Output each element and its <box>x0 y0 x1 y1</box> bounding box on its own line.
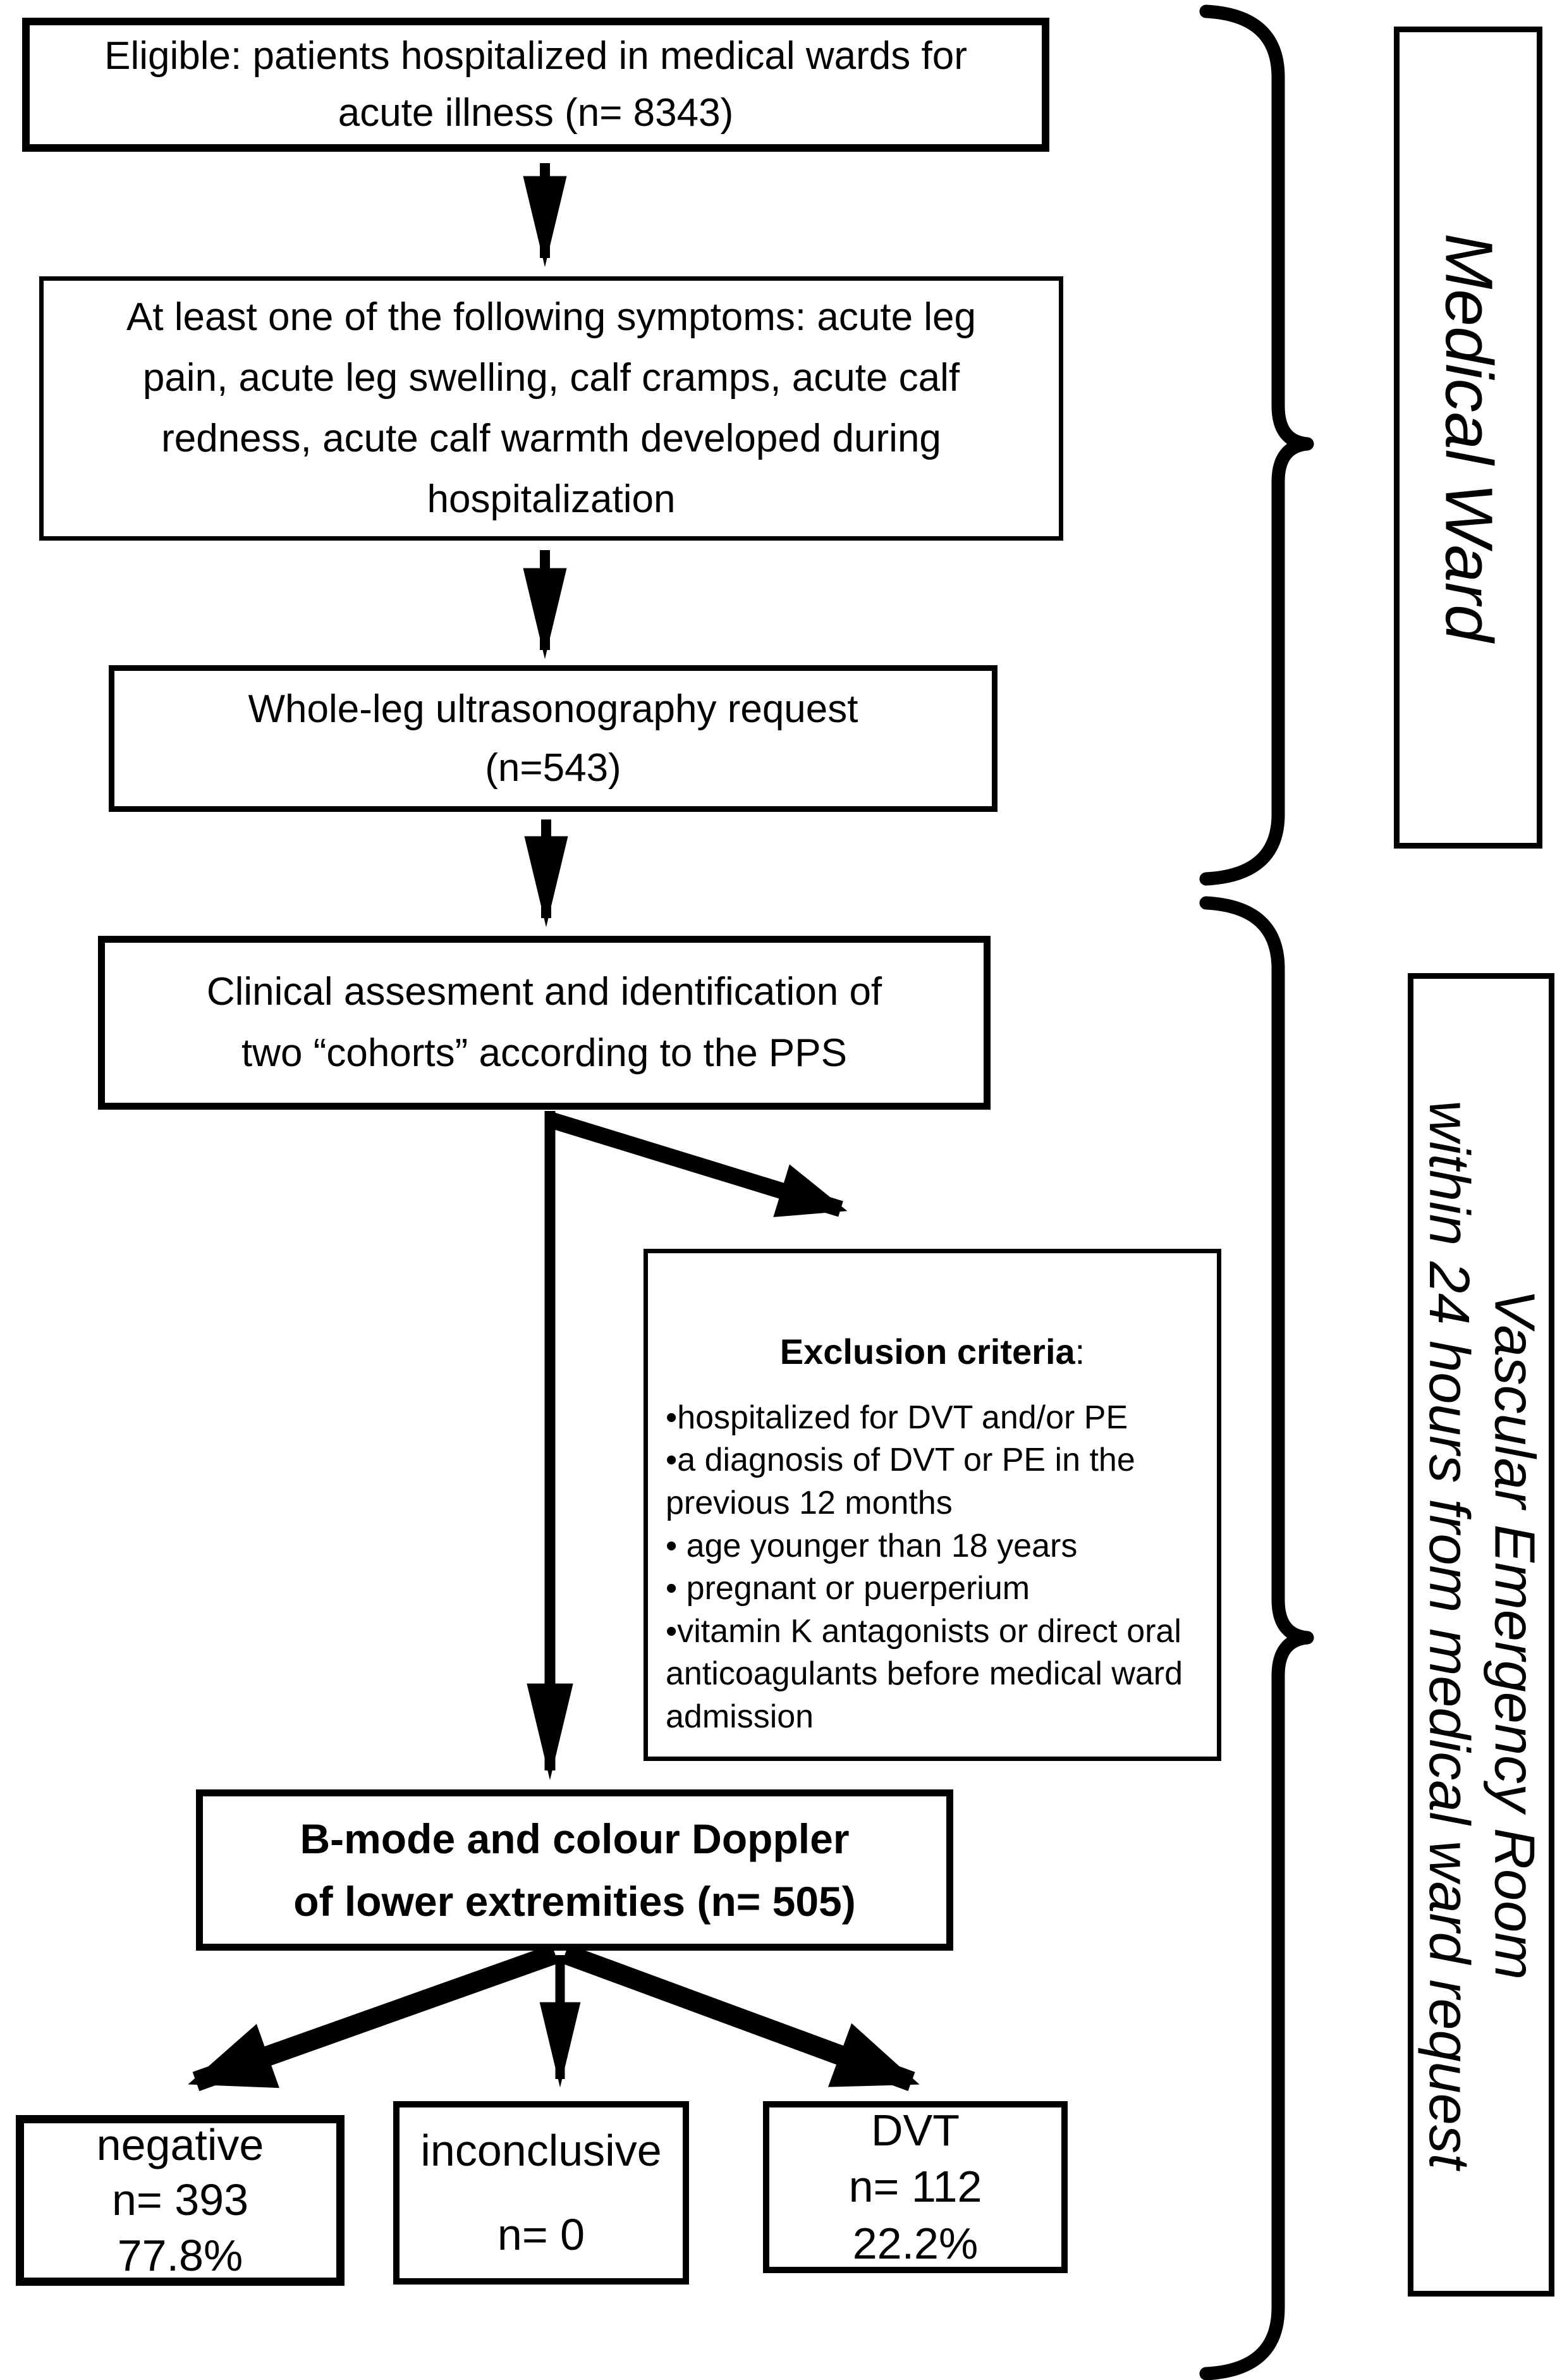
symptoms-line: At least one of the following symptoms: … <box>126 295 977 339</box>
exclusion-title: Exclusion criteria: <box>666 1329 1199 1375</box>
brace-vascular-er-icon <box>1199 896 1314 2380</box>
inconclusive-label: inconclusive <box>420 2126 662 2175</box>
vascular-er-line1: Vascular Emergency Room <box>1482 1289 1546 1980</box>
doppler-line: B-mode and colour Doppler <box>300 1815 850 1862</box>
outcome-negative-box: negative n= 393 77.8% <box>16 2115 345 2286</box>
negative-count: n= 393 <box>111 2175 249 2225</box>
exclusion-bullet: • age younger than 18 years <box>666 1527 1078 1564</box>
dvt-count: n= 112 <box>848 2162 982 2212</box>
vascular-er-line2: within 24 hours from medical ward reques… <box>1417 1100 1480 2169</box>
medical-ward-text: Medical Ward <box>1431 233 1506 642</box>
inconclusive-count: n= 0 <box>497 2210 585 2259</box>
dvt-label: DVT <box>871 2105 960 2155</box>
dvt-percent: 22.2% <box>852 2218 979 2268</box>
ultrasonography-request-box: Whole-leg ultrasonography request (n=543… <box>109 665 998 812</box>
exclusion-title-colon: : <box>1075 1332 1085 1371</box>
symptoms-line: hospitalization <box>427 477 676 522</box>
symptoms-line: pain, acute leg swelling, calf cramps, a… <box>142 355 960 400</box>
negative-label: negative <box>96 2119 264 2169</box>
symptoms-box: At least one of the following symptoms: … <box>39 276 1063 541</box>
clinical-assessment-box: Clinical assesment and identification of… <box>98 936 991 1110</box>
exclusion-criteria-box: Exclusion criteria: •hospitalized for DV… <box>644 1249 1221 1761</box>
eligible-line: Eligible: patients hospitalized in medic… <box>104 34 967 78</box>
exclusion-bullet: • pregnant or puerperium <box>666 1570 1030 1607</box>
ultrasound-line: Whole-leg ultrasonography request <box>248 687 858 731</box>
exclusion-title-text: Exclusion criteria <box>779 1332 1075 1371</box>
doppler-line: of lower extremities (n= 505) <box>293 1877 856 1925</box>
eligible-line: acute illness (n= 8343) <box>338 91 734 135</box>
medical-ward-phase-label: Medical Ward <box>1394 27 1542 849</box>
ultrasound-line: (n=543) <box>485 746 621 790</box>
outcome-dvt-box: DVT n= 112 22.2% <box>763 2101 1068 2273</box>
exclusion-bullet: •a diagnosis of DVT or PE in the previou… <box>666 1442 1135 1521</box>
clinical-line: two “cohorts” according to the PPS <box>241 1031 847 1075</box>
arrow-doppler-to-negative-icon <box>188 1944 559 2092</box>
exclusion-bullet: •vitamin K antagonists or direct oral an… <box>666 1612 1183 1735</box>
exclusion-bullet: •hospitalized for DVT and/or PE <box>666 1399 1128 1436</box>
vascular-er-phase-label: Vascular Emergency Room within 24 hours … <box>1408 973 1554 2297</box>
brace-medical-ward-icon <box>1199 4 1314 886</box>
outcome-inconclusive-box: inconclusive n= 0 <box>393 2101 689 2285</box>
doppler-box: B-mode and colour Doppler of lower extre… <box>196 1789 953 1951</box>
arrow-clinical-to-exclusion-icon <box>550 1112 848 1217</box>
eligible-patients-box: Eligible: patients hospitalized in medic… <box>22 18 1049 152</box>
symptoms-line: redness, acute calf warmth developed dur… <box>161 417 941 460</box>
clinical-line: Clinical assesment and identification of <box>206 970 882 1014</box>
vascular-er-text: Vascular Emergency Room within 24 hours … <box>1416 1100 1547 2169</box>
negative-percent: 77.8% <box>117 2230 243 2280</box>
arrow-doppler-to-dvt-icon <box>561 1944 920 2092</box>
